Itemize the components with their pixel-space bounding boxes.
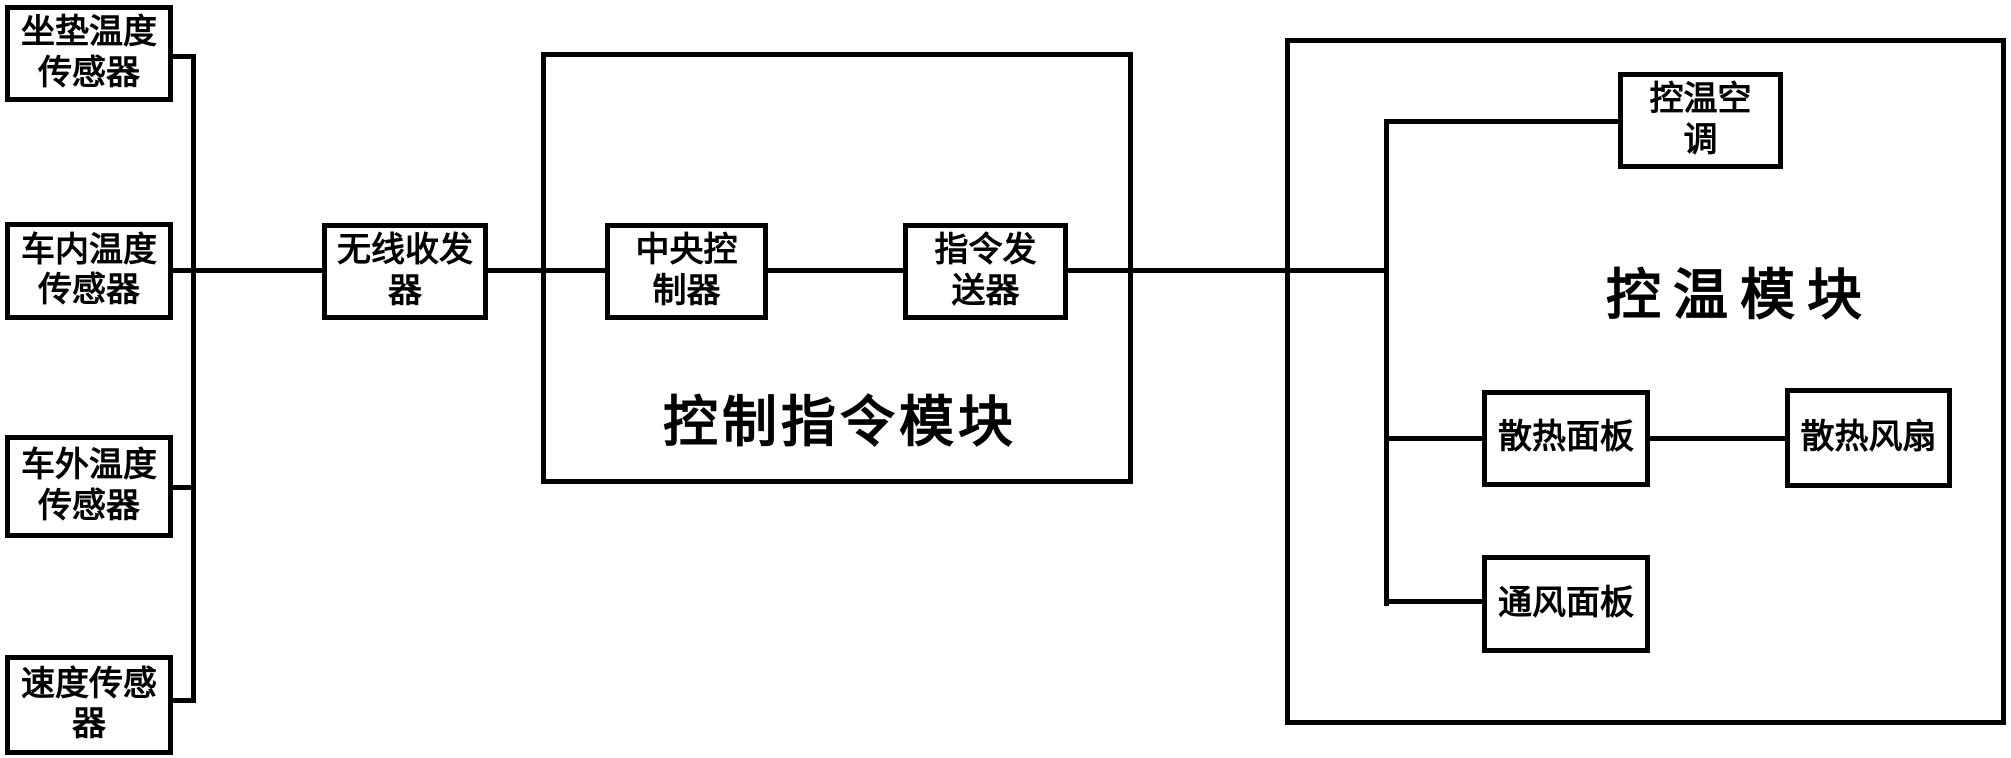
seat-temperature-sensor-box: 坐垫温度传感器 xyxy=(5,5,173,102)
connector-transmitter-to-temp-module xyxy=(1068,268,1388,273)
temperature-control-module-container xyxy=(1285,38,2006,725)
control-command-module-label: 控制指令模块 xyxy=(662,392,1017,453)
connector-branch-to-vent-panel xyxy=(1388,599,1482,604)
sensor-bus-vertical-line xyxy=(191,54,196,703)
connector-cabin-sensor-to-transceiver xyxy=(173,268,322,273)
connector-transceiver-to-central-controller xyxy=(488,268,605,273)
temperature-control-module-label: 控温模块 xyxy=(1605,265,1874,326)
wireless-transceiver-box: 无线收发器 xyxy=(322,223,488,320)
connector-heat-panel-to-fan xyxy=(1650,436,1785,441)
central-controller-box: 中央控制器 xyxy=(605,223,768,320)
connector-central-controller-to-transmitter xyxy=(768,268,903,273)
ventilation-panel-box: 通风面板 xyxy=(1482,555,1650,653)
cabin-temperature-sensor-box: 车内温度传感器 xyxy=(5,222,173,320)
outside-temperature-sensor-box: 车外温度传感器 xyxy=(5,435,173,538)
speed-sensor-box: 速度传感器 xyxy=(5,655,173,755)
heat-dissipation-panel-box: 散热面板 xyxy=(1482,390,1650,487)
temperature-control-ac-box: 控温空调 xyxy=(1618,72,1783,169)
temp-module-branch-vertical-line xyxy=(1384,119,1389,606)
connector-outside-sensor-to-bus xyxy=(173,485,196,490)
connector-seat-sensor-to-bus xyxy=(173,54,196,59)
command-transmitter-box: 指令发送器 xyxy=(903,223,1068,320)
connector-branch-to-heat-panel xyxy=(1388,436,1482,441)
connector-speed-sensor-to-bus xyxy=(173,698,196,703)
heat-dissipation-fan-box: 散热风扇 xyxy=(1785,388,1952,488)
connector-branch-to-ac xyxy=(1388,119,1618,124)
